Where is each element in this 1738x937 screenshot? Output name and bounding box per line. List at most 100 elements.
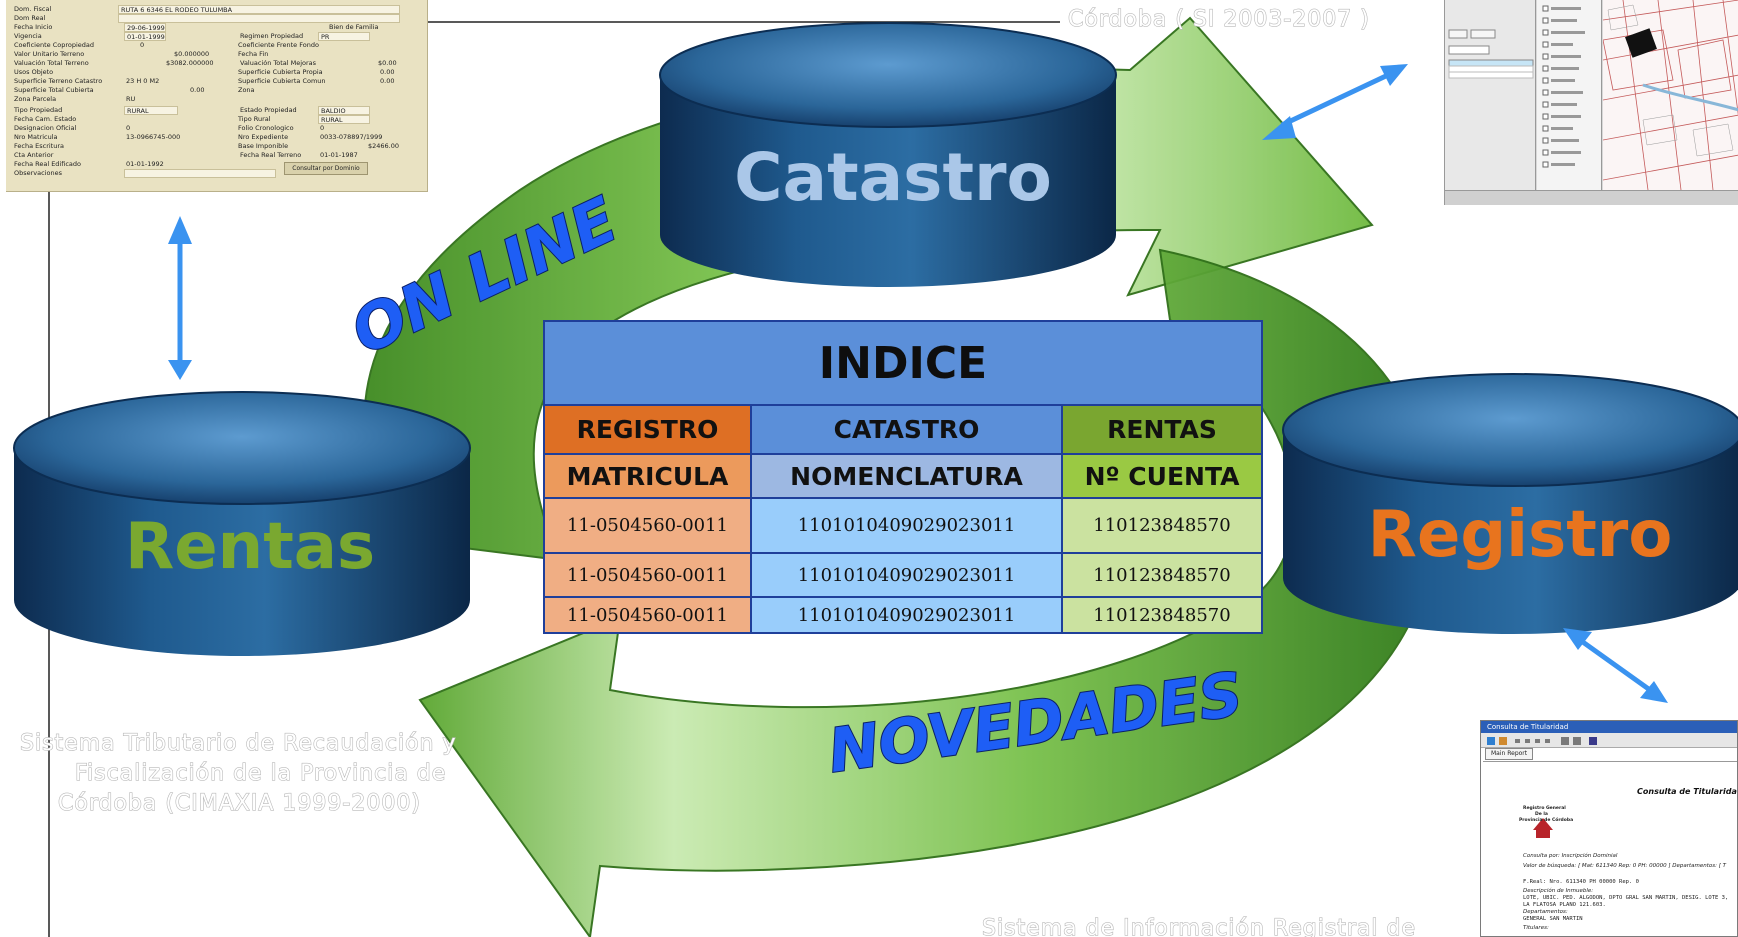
rentas-field-label: Observaciones — [14, 169, 62, 177]
rentas-field-label: Designacion Oficial — [14, 124, 77, 132]
registro-report-line: Departamentos: — [1523, 909, 1568, 915]
subheader-matricula: MATRICULA — [545, 455, 750, 497]
registro-link-arrow — [1563, 628, 1668, 703]
subheader-cuenta: Nº CUENTA — [1063, 455, 1261, 497]
rentas-field-label: Base Imponible — [238, 142, 289, 150]
rentas-field-value: $2466.00 — [368, 142, 400, 150]
registro-report-line: Valor de búsqueda: [ Mat: 611340 Rep: 0 … — [1523, 863, 1726, 869]
rentas-field-value: 0.00 — [380, 77, 395, 85]
rentas-field-label: Usos Objeto — [14, 68, 54, 76]
indice-table: INDICE REGISTRO CATASTRO RENTAS MATRICUL… — [543, 320, 1263, 634]
rentas-screenshot: Dom. Fiscal RUTA 6 6346 EL RODEO TULUMBA… — [6, 0, 428, 192]
registro-report-line: Descripción de Inmueble: — [1523, 888, 1594, 894]
catastro-status-bar — [1445, 190, 1738, 205]
catastro-parcel-map — [1602, 0, 1738, 191]
catastro-layer-tree — [1537, 0, 1602, 190]
rentas-field-label: Tipo Propiedad — [14, 106, 63, 114]
rentas-field-label: Regimen Propiedad — [240, 32, 304, 40]
catastro-link-arrow — [1262, 64, 1408, 140]
table-cell-nomenclatura: 1101010409029023011 — [752, 554, 1061, 596]
table-cell-matricula: 11-0504560-0011 — [545, 598, 750, 632]
registro-report-line: F.Real: Nro. 611340 PH 00000 Rep. 0 — [1523, 879, 1639, 885]
rentas-link-arrow — [168, 216, 192, 380]
registro-report-document: Registro General De la Provincia de Córd… — [1483, 761, 1737, 936]
rentas-field-value: 0033-078897/1999 — [320, 133, 383, 141]
rentas-field-label: Fecha Real Edificado — [14, 160, 81, 168]
rentas-field-value: RU — [126, 95, 136, 103]
header-rentas: RENTAS — [1063, 406, 1261, 453]
rentas-field-value: 0 — [320, 124, 325, 132]
rentas-field-value: RURAL — [321, 116, 343, 124]
rentas-field-label: Coeficiente Frente Fondo — [238, 41, 319, 49]
table-cell-matricula: 11-0504560-0011 — [545, 499, 750, 552]
rentas-database: Rentas — [13, 391, 471, 656]
catastro-map-view[interactable] — [1602, 0, 1738, 191]
rentas-field-value: 0.00 — [190, 86, 205, 94]
rentas-field-value: $0.000000 — [174, 50, 210, 58]
registro-org-line: Registro General — [1523, 806, 1566, 811]
tab-main-report[interactable]: Main Report — [1485, 748, 1534, 760]
rentas-field-value: 01-01-1987 — [320, 151, 358, 159]
rentas-field-label: Vigencia — [14, 32, 42, 40]
rentas-field-label: Dom. Fiscal — [14, 5, 52, 13]
rentas-field-value: BALDIO — [321, 107, 346, 115]
registro-toolbar — [1481, 733, 1737, 748]
rentas-field-label: Superficie Cubierta Propia — [238, 68, 323, 76]
rentas-field-label: Valuación Total Mejoras — [240, 59, 317, 67]
registro-report-line: GENERAL SAN MARTIN — [1523, 916, 1583, 922]
indice-title: INDICE — [545, 322, 1261, 404]
table-cell-nomenclatura: 1101010409029023011 — [752, 598, 1061, 632]
header-catastro: CATASTRO — [752, 406, 1061, 453]
rentas-caption-line2: Fiscalización de la Provincia de — [75, 761, 446, 786]
catastro-label: Catastro — [734, 139, 1052, 216]
registro-database: Registro — [1282, 373, 1738, 634]
rentas-field-value: 01-01-1999 — [127, 33, 165, 41]
rentas-field-label: Valor Unitario Terreno — [14, 50, 85, 58]
rentas-field-label: Superficie Total Cubierta — [14, 86, 94, 94]
catastro-screenshot — [1444, 0, 1738, 205]
rentas-field-label: Coeficiente Copropiedad — [14, 41, 95, 49]
rentas-field-value: 29-06-1999 — [127, 24, 165, 32]
rentas-field-label: Bien de Familia — [329, 23, 379, 31]
table-cell-cuenta: 110123848570 — [1063, 554, 1261, 596]
catastro-tree-items — [1542, 5, 1585, 168]
rentas-field-label: Fecha Escritura — [14, 142, 64, 150]
rentas-field-label: Zona — [238, 86, 255, 94]
rentas-field-label: Estado Propiedad — [240, 106, 297, 114]
rentas-field-label: Superficie Terreno Catastro — [14, 77, 103, 85]
table-cell-matricula: 11-0504560-0011 — [545, 554, 750, 596]
rentas-field-label: Fecha Cam. Estado — [14, 115, 77, 123]
catastro-side-panel — [1445, 0, 1536, 190]
registro-report-line: Titulares: — [1523, 925, 1549, 931]
registro-report-line: LOTE, UBIC. PED. ALGODON, DPTO GRAL SAN … — [1523, 895, 1729, 901]
registro-report-title: Consulta de Titularidad de D — [1637, 787, 1738, 796]
header-registro: REGISTRO — [545, 406, 750, 453]
registro-caption: Sistema de Información Registral de — [982, 916, 1416, 937]
registro-toolbar-icons — [1487, 737, 1597, 745]
rentas-field-value: $3082.000000 — [166, 59, 214, 67]
registro-org-line: Provincia de Córdoba — [1519, 818, 1574, 823]
registro-org-line: De la — [1535, 812, 1548, 817]
rentas-field-value: 0.00 — [380, 68, 395, 76]
rentas-field-label: Valuación Total Terreno — [14, 59, 89, 67]
catastro-panel-controls — [1448, 29, 1534, 79]
registro-logo-icon — [1533, 818, 1553, 838]
rentas-field-value: RUTA 6 6346 EL RODEO TULUMBA — [121, 6, 233, 14]
rentas-field-label: Dom Real — [14, 14, 46, 22]
rentas-caption-line3: Córdoba (CIMAXIA 1999-2000) — [58, 791, 421, 816]
rentas-field-value: 13-0966745-000 — [126, 133, 181, 141]
rentas-field-label: Folio Cronologico — [238, 124, 294, 132]
catastro-caption: Córdoba ( SI 2003-2007 ) — [1068, 7, 1370, 32]
rentas-field-value: PR — [321, 33, 330, 41]
rentas-field-label: Fecha Inicio — [14, 23, 53, 31]
table-cell-nomenclatura: 1101010409029023011 — [752, 499, 1061, 552]
rentas-field-label: Tipo Rural — [238, 115, 271, 123]
rentas-field-label: Nro Matricula — [14, 133, 58, 141]
table-cell-cuenta: 110123848570 — [1063, 598, 1261, 632]
rentas-field-value: RURAL — [127, 107, 149, 115]
rentas-field-label: Fecha Real Terreno — [240, 151, 302, 159]
registro-screenshot: Consulta de Titularidad Main Report Regi… — [1480, 720, 1738, 937]
consultar-por-dominio-button[interactable]: Consultar por Dominio — [284, 162, 368, 175]
registro-report-line: LA FLATOSA PLANO 121.603. — [1523, 902, 1606, 908]
rentas-field-value: 0 — [126, 124, 131, 132]
